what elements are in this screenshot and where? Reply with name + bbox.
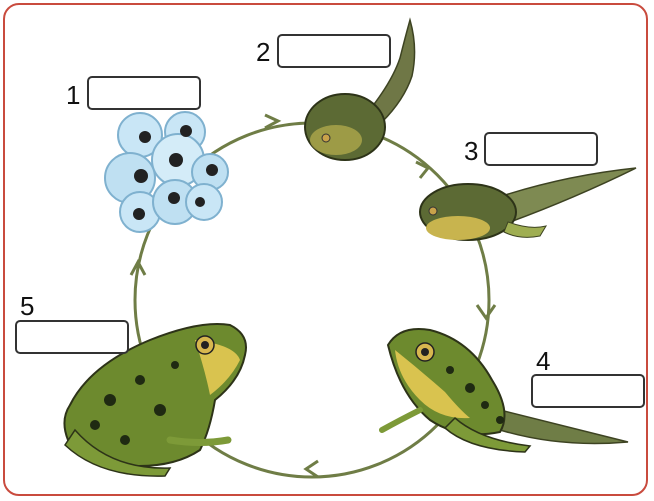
stage-number-3: 3 — [464, 138, 478, 164]
arrow-icon — [306, 461, 318, 477]
frogspawn-illustration — [105, 112, 228, 232]
tadpole-with-legs-illustration — [420, 168, 636, 240]
answer-box-3[interactable] — [484, 132, 598, 166]
answer-box-2[interactable] — [277, 34, 391, 68]
answer-box-5[interactable] — [15, 320, 129, 354]
answer-box-4[interactable] — [531, 374, 645, 408]
stage-number-5: 5 — [20, 293, 34, 319]
stage-number-2: 2 — [256, 39, 270, 65]
answer-box-1[interactable] — [87, 76, 201, 110]
stage-number-1: 1 — [66, 82, 80, 108]
arrow-icon — [477, 305, 495, 318]
stage-number-4: 4 — [536, 348, 550, 374]
